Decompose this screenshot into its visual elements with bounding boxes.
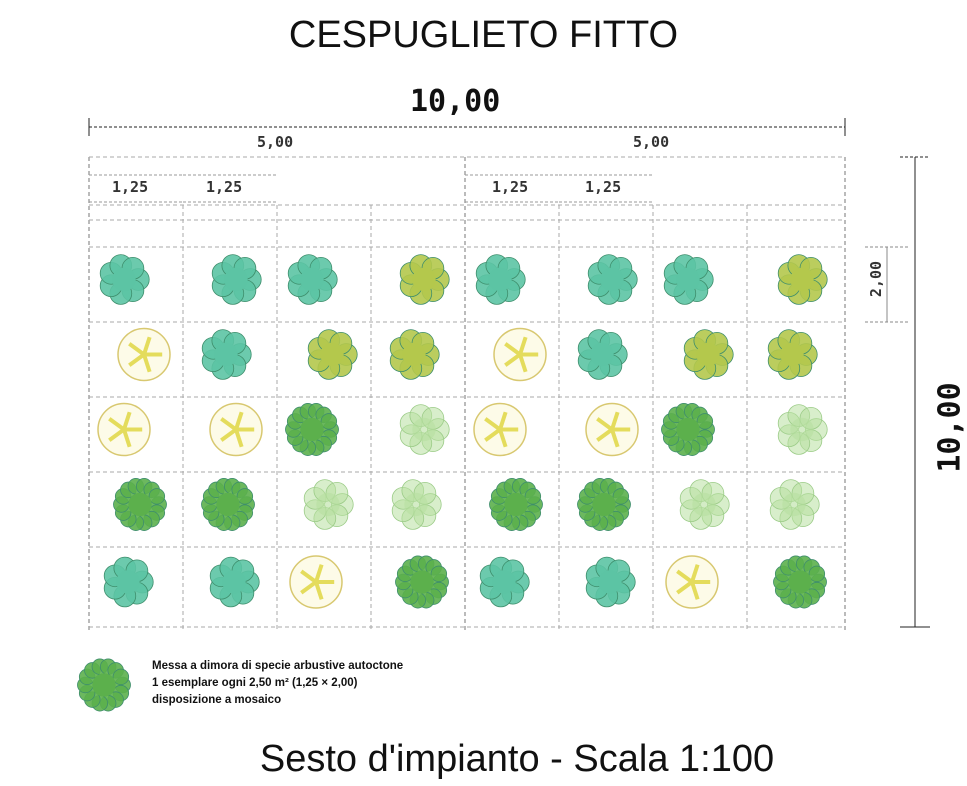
total-height-label: 10,00 (932, 382, 967, 473)
shrub-symbol (391, 479, 442, 530)
legend-line-1: Messa a dimora di specie arbustive autoc… (152, 660, 404, 672)
shrub-symbol (209, 556, 260, 608)
shrub-symbol (97, 402, 151, 457)
total-width-label: 10,00 (410, 84, 501, 119)
shrub-symbol (661, 403, 715, 456)
shrub-symbol (777, 404, 828, 455)
shrub-symbols (97, 254, 828, 609)
shrub-symbol (113, 478, 167, 531)
legend-description: Messa a dimora di specie arbustive autoc… (152, 658, 403, 709)
shrub-symbol (585, 556, 636, 608)
total-width-dimension (88, 118, 846, 136)
shrub-symbol (489, 478, 543, 531)
cell-width-label-2: 1,25 (206, 178, 243, 196)
shrub-symbol (683, 329, 734, 380)
shrub-symbol (475, 254, 526, 305)
shrub-symbol (285, 403, 339, 456)
shrub-symbol (577, 478, 631, 531)
shrub-symbol (769, 479, 820, 530)
row-height-dimension (865, 246, 910, 323)
shrub-symbol (103, 556, 154, 608)
diagram-title: CESPUGLIETO FITTO (288, 14, 679, 56)
shrub-symbol (209, 402, 263, 457)
shrub-symbol (493, 327, 547, 382)
shrub-symbol (389, 329, 440, 380)
diagram-caption: Sesto d'impianto - Scala 1:100 (259, 738, 775, 780)
shrub-symbol (777, 254, 828, 305)
shrub-symbol (201, 478, 255, 531)
shrub-symbol (289, 555, 343, 609)
half-width-label-left: 5,00 (257, 133, 294, 151)
shrub-symbol (679, 479, 730, 530)
legend-line-2: 1 esemplare ogni 2,50 m² (1,25 × 2,00) (152, 677, 358, 689)
row-height-label: 2,00 (867, 260, 886, 298)
shrub-symbol (665, 555, 719, 609)
shrub-symbol (767, 329, 818, 380)
cell-width-label-3: 1,25 (492, 178, 529, 196)
legend-shrub (77, 658, 131, 712)
shrub-symbol (773, 555, 827, 609)
shrub-symbol (473, 402, 527, 457)
grid-lines (88, 156, 846, 630)
shrub-symbol (99, 254, 150, 305)
legend-shrub-icon (77, 658, 131, 712)
cell-width-label-4: 1,25 (585, 178, 622, 196)
shrub-symbol (307, 329, 358, 380)
shrub-symbol (663, 254, 714, 305)
shrub-symbol (303, 479, 354, 530)
shrub-symbol (399, 254, 450, 305)
total-height-dimension (900, 156, 930, 628)
shrub-symbol (479, 556, 530, 608)
shrub-symbol (587, 254, 638, 305)
half-width-label-right: 5,00 (633, 133, 670, 151)
cell-width-label-1: 1,25 (112, 178, 149, 196)
shrub-symbol (395, 555, 449, 609)
shrub-symbol (585, 402, 639, 457)
shrub-symbol (201, 329, 252, 380)
shrub-symbol (577, 329, 628, 380)
shrub-symbol (117, 327, 171, 382)
shrub-symbol (399, 404, 450, 455)
shrub-symbol (287, 254, 338, 305)
legend-line-3: disposizione a mosaico (152, 694, 282, 706)
shrub-symbol (211, 254, 262, 305)
